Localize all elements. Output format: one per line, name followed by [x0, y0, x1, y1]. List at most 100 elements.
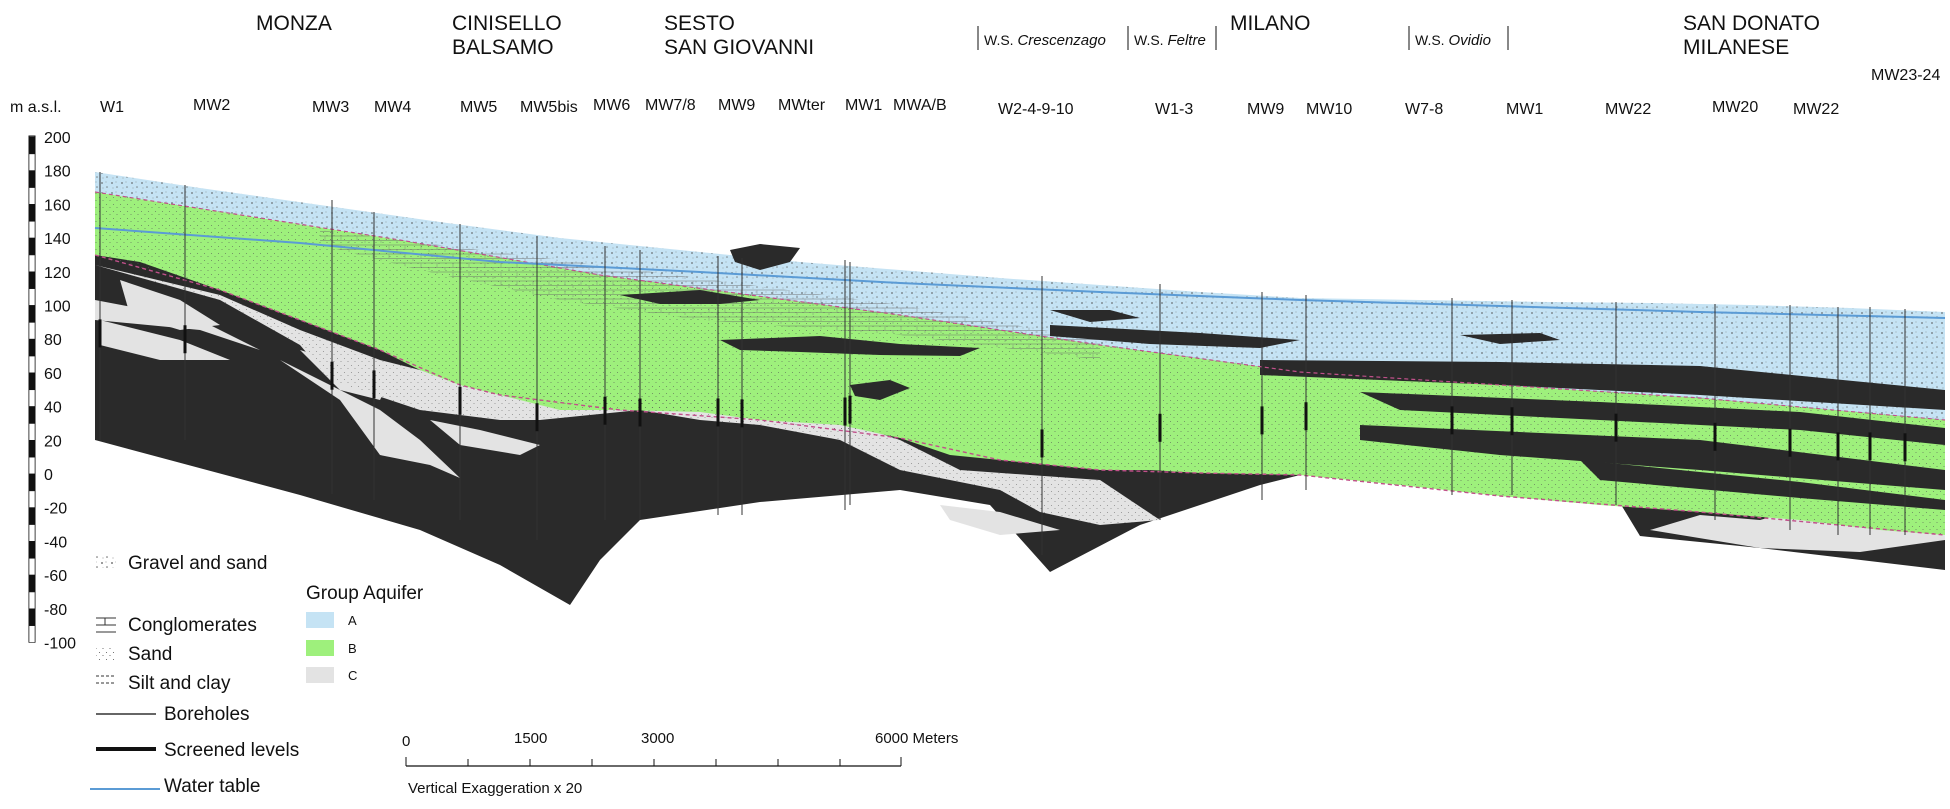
axis-segment [28, 473, 36, 492]
well-labels: W1 MW2 MW3 MW4 MW5 MW5bis MW6 MW7/8 MW9 … [100, 67, 1940, 118]
well-label: MW1 [1506, 101, 1543, 118]
town-milano: MILANO [1230, 12, 1311, 35]
axis-segment [28, 153, 36, 172]
well-label: MWA/B [893, 97, 947, 114]
legend-screened: Screened levels [164, 740, 299, 761]
well-label: MW2 [193, 97, 230, 114]
well-label: MW23-24 [1871, 67, 1940, 84]
well-label: MW20 [1712, 99, 1758, 116]
axis-segment [28, 271, 36, 289]
axis-tick-label: 40 [44, 400, 62, 417]
boreholes [98, 172, 1907, 555]
aquifer-b-label: B [348, 641, 357, 656]
sand-symbol [96, 647, 116, 661]
axis-segment [28, 372, 36, 391]
axis-tick-label: -40 [44, 534, 67, 551]
vertical-exaggeration-note: Vertical Exaggeration x 20 [408, 780, 582, 797]
axis-tick-label: 200 [44, 130, 71, 147]
well-label: W1-3 [1155, 101, 1193, 118]
silt-clay-symbol [96, 675, 116, 684]
aquifer-c-right [1650, 500, 1945, 552]
well-label: MW9 [718, 97, 755, 114]
axis-segment [28, 305, 36, 323]
aquifer-c-lower [95, 300, 460, 478]
axis-tick-label: 160 [44, 197, 71, 214]
aquifer-a-label: A [348, 613, 357, 628]
well-label: MW7/8 [645, 97, 696, 114]
axis-tick-label: 120 [44, 265, 71, 282]
axis-segment [28, 456, 36, 475]
axis-segment [28, 170, 36, 188]
well-label: MW4 [374, 99, 411, 116]
well-label: W1 [100, 99, 124, 116]
axis-segment [28, 490, 36, 509]
axis-segment [28, 541, 36, 559]
legend-conglomerates: Conglomerates [128, 615, 257, 636]
legend-water-table: Water table [164, 776, 260, 797]
scale-label-6000: 6000 Meters [875, 730, 958, 747]
axis-segment [28, 355, 36, 374]
well-label: MW9 [1247, 101, 1284, 118]
elevation-axis: m a.s.l. 200180160140120100806040200-20-… [10, 99, 76, 653]
conglomerate-symbol [96, 617, 116, 633]
axis-tick-label: -20 [44, 501, 67, 518]
axis-tick-label: 100 [44, 299, 71, 316]
legend: Gravel and sand Conglomerates Sand Silt … [90, 553, 424, 797]
axis-tick-label: -100 [44, 636, 76, 653]
well-label: MW3 [312, 99, 349, 116]
line-legend: Boreholes Screened levels Water table [90, 704, 299, 797]
axis-segment [28, 220, 36, 239]
axis-segment [28, 406, 36, 424]
lithology-legend: Gravel and sand Conglomerates Sand Silt … [96, 553, 267, 694]
axis-tick-label: 20 [44, 433, 62, 450]
aquifer-legend-title: Group Aquifer [306, 583, 424, 604]
ws-feltre: W.S. Feltre [1134, 32, 1206, 49]
axis-tick-label: 180 [44, 164, 71, 181]
aquifer-b-swatch [306, 640, 334, 656]
scale-bar: 0 1500 3000 6000 Meters Vertical Exagger… [402, 730, 958, 797]
ws-crescenzago: W.S. Crescenzago [984, 32, 1106, 49]
water-supplies: W.S. Crescenzago W.S. Feltre W.S. Ovidio [977, 26, 1509, 50]
axis-segment [28, 524, 36, 542]
aquifer-a-swatch [306, 612, 334, 628]
well-label: MW22 [1605, 101, 1651, 118]
axis-segment [28, 288, 36, 306]
well-label: W2-4-9-10 [998, 101, 1074, 118]
axis-tick-label: 80 [44, 332, 62, 349]
aquifer-c-label: C [348, 668, 357, 683]
axis-segment [28, 439, 36, 458]
well-label: MW22 [1793, 101, 1839, 118]
axis-segment [28, 608, 36, 626]
axis-segment [28, 625, 36, 643]
legend-silt-clay: Silt and clay [128, 673, 231, 694]
axis-segment [28, 187, 36, 205]
water-table [94, 227, 1946, 319]
axis-segment [28, 204, 36, 222]
scale-label-3000: 3000 [641, 730, 674, 747]
axis-segment [28, 389, 36, 407]
axis-segment [28, 136, 36, 155]
aquifer-c-swatch [306, 667, 334, 683]
legend-gravel-sand: Gravel and sand [128, 553, 267, 574]
town-monza: MONZA [256, 12, 332, 35]
axis-segment [28, 557, 36, 576]
well-label: MW5bis [520, 99, 578, 116]
axis-segment [28, 591, 36, 610]
scale-label-0: 0 [402, 733, 410, 750]
well-label: MW6 [593, 97, 630, 114]
axis-segment [28, 423, 36, 441]
axis-tick-label: -60 [44, 568, 67, 585]
well-label: MW1 [845, 97, 882, 114]
axis-segment [28, 322, 36, 340]
well-label: W7-8 [1405, 101, 1443, 118]
axis-tick-label: 60 [44, 366, 62, 383]
scale-label-1500: 1500 [514, 730, 547, 747]
section-body [94, 172, 1946, 605]
well-label: MW5 [460, 99, 497, 116]
well-label: MWter [778, 97, 826, 114]
axis-tick-label: 140 [44, 231, 71, 248]
axis-label: m a.s.l. [10, 99, 62, 116]
